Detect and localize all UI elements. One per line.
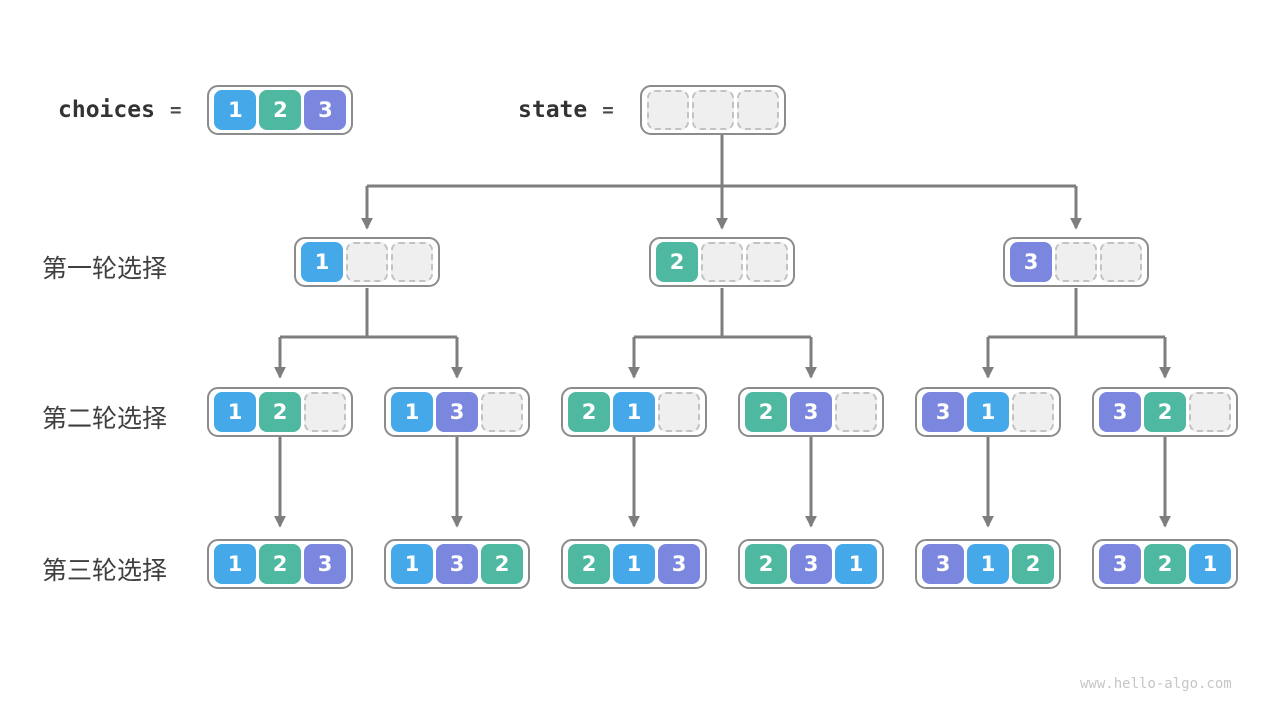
empty-slot xyxy=(746,242,788,282)
state-box-root xyxy=(639,85,786,135)
state-expression: state = xyxy=(518,85,786,135)
choice-cell-1: 1 xyxy=(967,544,1009,584)
state-label: state xyxy=(518,97,588,123)
empty-slot xyxy=(701,242,743,282)
choice-cell-1: 1 xyxy=(214,90,257,130)
empty-slot xyxy=(1189,392,1231,432)
choice-cell-3: 3 xyxy=(1099,392,1141,432)
state-box-round1-2: 2 xyxy=(649,237,795,287)
choice-cell-2: 2 xyxy=(745,392,787,432)
choice-cell-3: 3 xyxy=(922,544,964,584)
choice-cell-1: 1 xyxy=(214,544,256,584)
empty-slot xyxy=(835,392,877,432)
choice-cell-2: 2 xyxy=(1144,544,1186,584)
empty-slot xyxy=(391,242,433,282)
choice-cell-1: 1 xyxy=(214,392,256,432)
choice-cell-3: 3 xyxy=(304,544,346,584)
choice-cell-1: 1 xyxy=(835,544,877,584)
empty-slot xyxy=(658,392,700,432)
empty-slot xyxy=(1100,242,1142,282)
empty-slot xyxy=(691,90,734,130)
empty-slot xyxy=(481,392,523,432)
choice-cell-2: 2 xyxy=(656,242,698,282)
choice-cell-1: 1 xyxy=(613,392,655,432)
choice-cell-1: 1 xyxy=(967,392,1009,432)
choice-cell-2: 2 xyxy=(1012,544,1054,584)
row-label-round-1: 第一轮选择 xyxy=(42,255,168,283)
choices-label: choices xyxy=(58,97,155,123)
choice-cell-1: 1 xyxy=(1189,544,1231,584)
choice-cell-2: 2 xyxy=(259,544,301,584)
choice-cell-2: 2 xyxy=(259,90,302,130)
choice-cell-1: 1 xyxy=(391,544,433,584)
choice-cell-3: 3 xyxy=(1010,242,1052,282)
choice-cell-3: 3 xyxy=(304,90,347,130)
row-label-round-2: 第二轮选择 xyxy=(42,405,168,433)
choice-cell-3: 3 xyxy=(436,392,478,432)
watermark: www.hello-algo.com xyxy=(1080,676,1232,692)
empty-slot xyxy=(736,90,779,130)
choice-cell-2: 2 xyxy=(568,544,610,584)
empty-slot xyxy=(304,392,346,432)
choice-cell-2: 2 xyxy=(1144,392,1186,432)
empty-slot xyxy=(346,242,388,282)
state-box-round1-3: 3 xyxy=(1003,237,1149,287)
choice-cell-1: 1 xyxy=(391,392,433,432)
choice-cell-1: 1 xyxy=(301,242,343,282)
choice-cell-2: 2 xyxy=(259,392,301,432)
choice-cell-3: 3 xyxy=(658,544,700,584)
state-box-round1-1: 1 xyxy=(294,237,440,287)
equals-sign: = xyxy=(602,99,614,121)
empty-slot xyxy=(1055,242,1097,282)
empty-slot xyxy=(646,90,689,130)
choice-cell-3: 3 xyxy=(790,544,832,584)
row-label-round-3: 第三轮选择 xyxy=(42,557,168,585)
choice-cell-1: 1 xyxy=(613,544,655,584)
choice-cell-2: 2 xyxy=(568,392,610,432)
choice-cell-3: 3 xyxy=(790,392,832,432)
equals-sign: = xyxy=(169,99,182,121)
choice-cell-3: 3 xyxy=(922,392,964,432)
empty-slot xyxy=(1012,392,1054,432)
choice-cell-3: 3 xyxy=(1099,544,1141,584)
choice-cell-3: 3 xyxy=(436,544,478,584)
choice-cell-2: 2 xyxy=(745,544,787,584)
choice-cell-2: 2 xyxy=(481,544,523,584)
